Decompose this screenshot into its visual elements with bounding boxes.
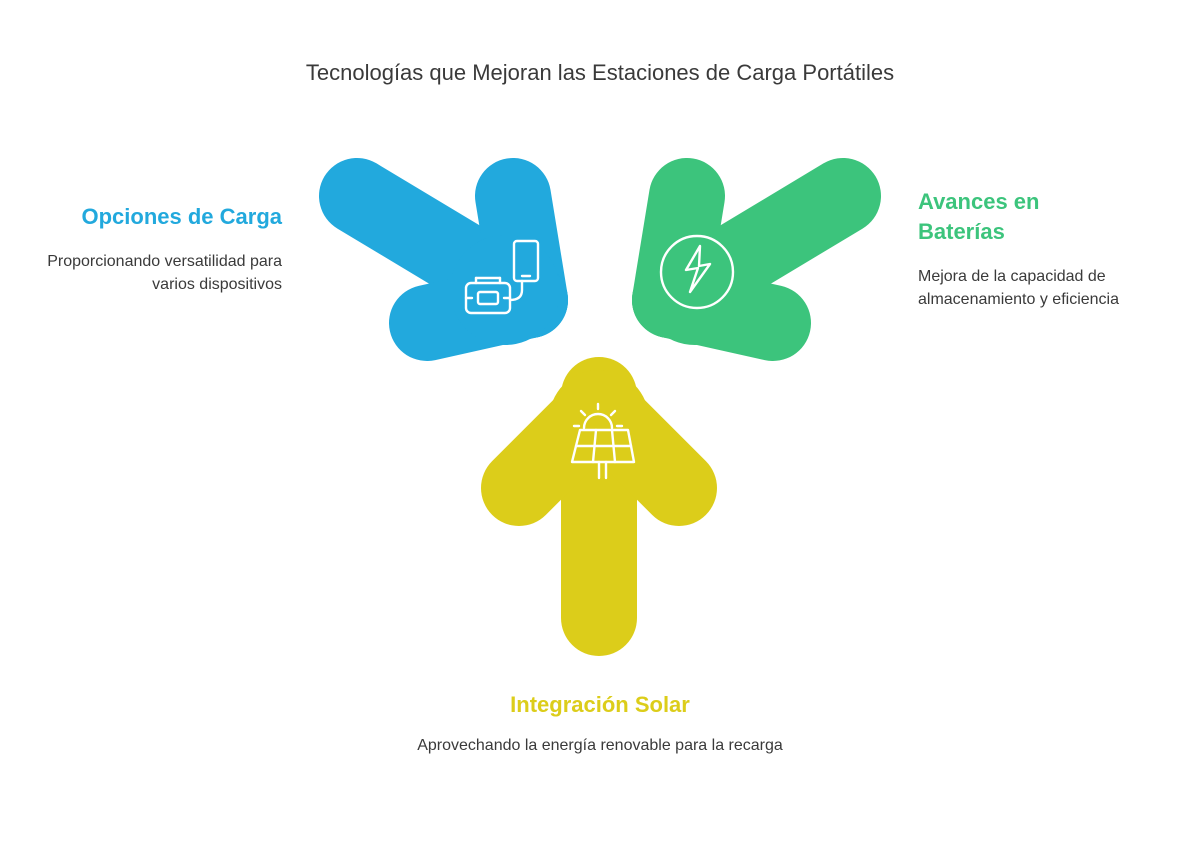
solar-panel-sun-icon: [570, 402, 636, 480]
lightning-bolt-circle-icon: [659, 234, 735, 310]
label-solar-integration: Integración Solar: [510, 692, 690, 717]
desc-charging-options: Proporcionando versatilidad para varios …: [47, 253, 282, 293]
arrow-charging: [319, 158, 568, 361]
label-charging-options: Opciones de Carga: [81, 204, 282, 229]
arrow-battery: [632, 158, 881, 361]
power-station-phone-icon: [464, 239, 540, 315]
diagram-title: Tecnologías que Mejoran las Estaciones d…: [305, 60, 895, 85]
desc-battery-advances: Mejora de la capacidad de almacenamiento…: [918, 268, 1119, 308]
label-battery-advances: Avances en Baterías: [918, 189, 1040, 244]
desc-solar-integration: Aprovechando la energía renovable para l…: [417, 737, 783, 754]
